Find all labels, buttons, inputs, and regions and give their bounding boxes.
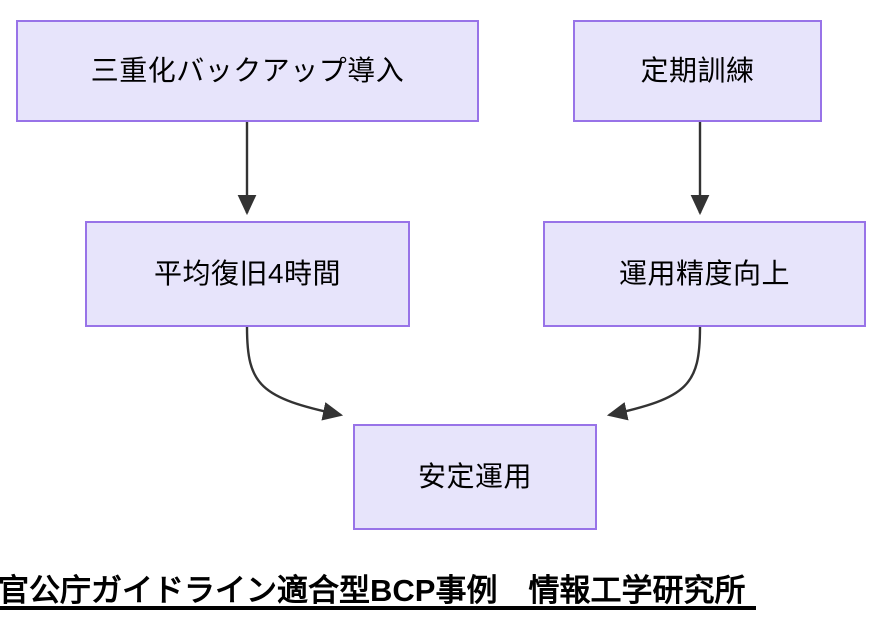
- node-avg-recovery-time[interactable]: 平均復旧4時間: [85, 221, 410, 327]
- node-label: 安定運用: [417, 460, 532, 492]
- edge-n4-to-n5: [606, 326, 702, 421]
- node-label: 運用精度向上: [618, 257, 790, 289]
- node-label: 三重化バックアップ導入: [90, 54, 405, 86]
- node-label: 平均復旧4時間: [153, 257, 342, 289]
- node-stable-operation[interactable]: 安定運用: [353, 424, 597, 530]
- node-label: 定期訓練: [640, 54, 755, 86]
- edge-n3-to-n5: [245, 326, 344, 421]
- diagram-caption: 官公庁ガイドライン適合型BCP事例 情報工学研究所: [0, 573, 746, 608]
- node-regular-training[interactable]: 定期訓練: [573, 20, 822, 122]
- caption-underline: [0, 606, 756, 610]
- node-triple-backup[interactable]: 三重化バックアップ導入: [16, 20, 479, 122]
- node-operation-accuracy[interactable]: 運用精度向上: [543, 221, 866, 327]
